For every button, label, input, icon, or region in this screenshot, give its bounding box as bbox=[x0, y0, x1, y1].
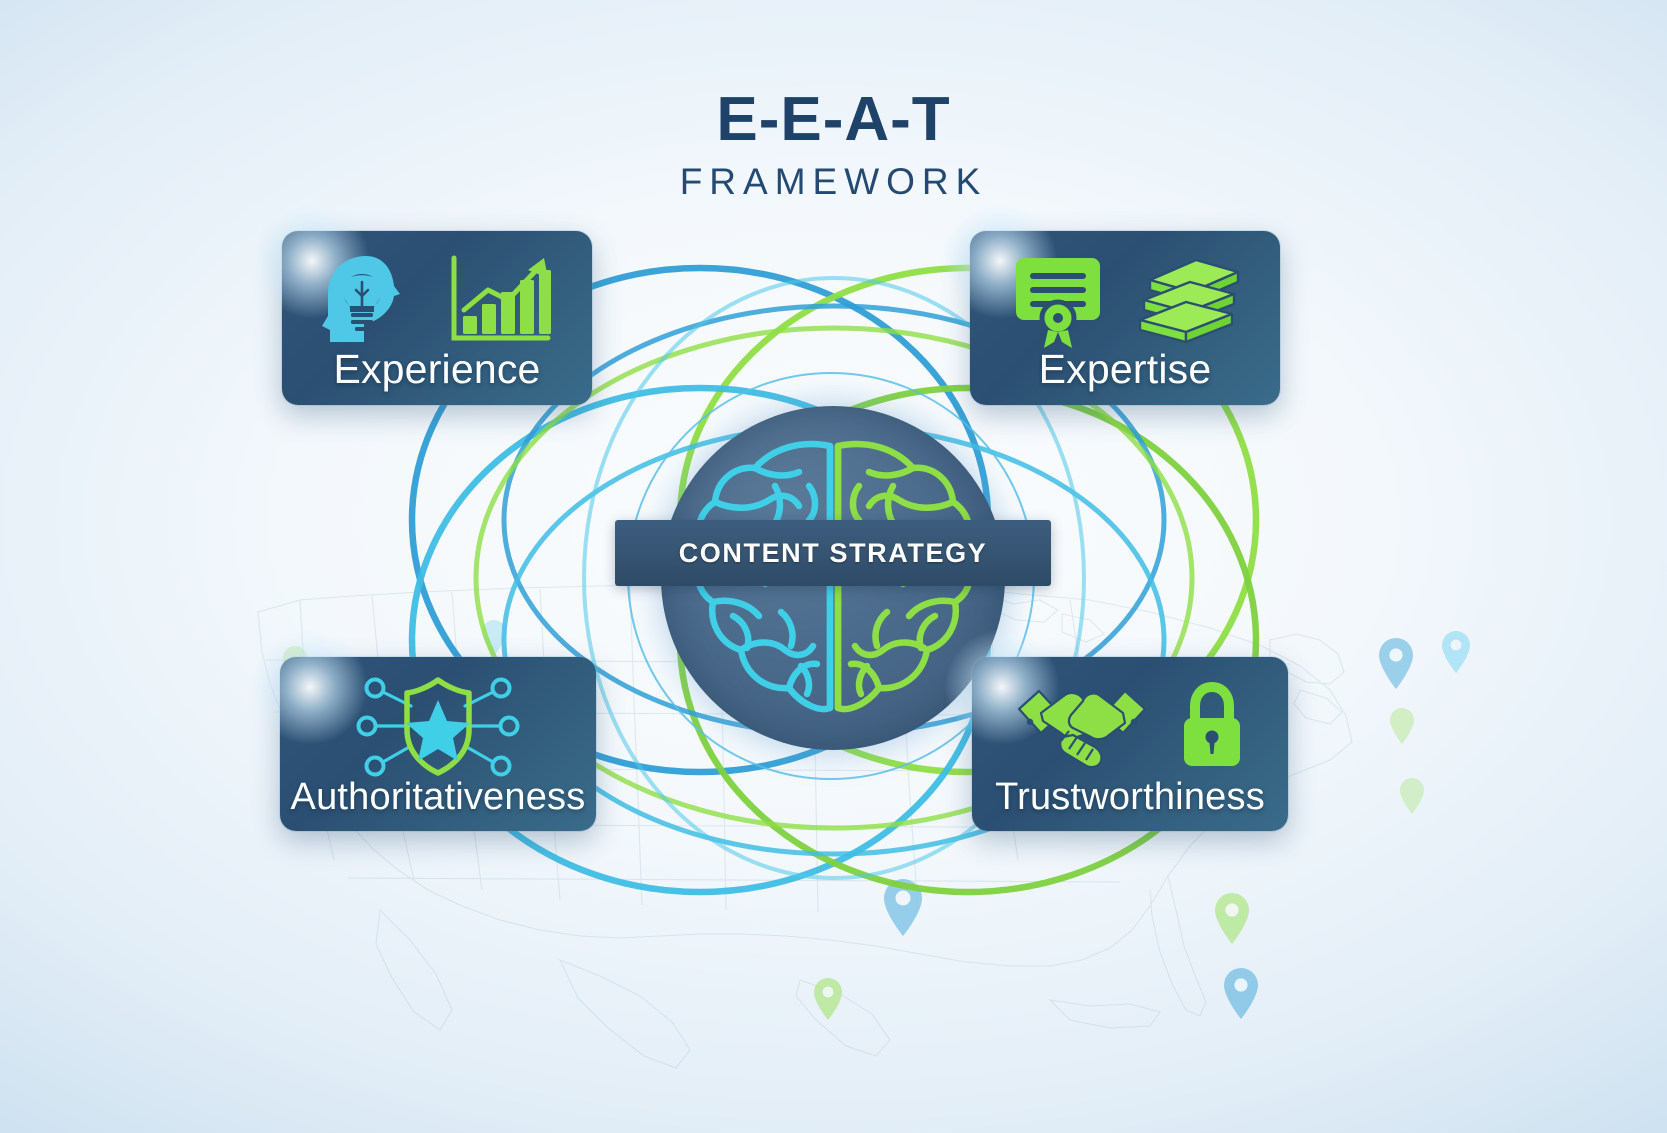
hub-label-bar: CONTENT STRATEGY bbox=[615, 520, 1051, 586]
handshake-icon bbox=[1017, 689, 1147, 769]
pillar-card-experience[interactable]: Experience bbox=[252, 201, 592, 405]
hub-label: CONTENT STRATEGY bbox=[678, 537, 988, 568]
card-label-trustworthiness: Trustworthiness bbox=[995, 776, 1265, 818]
pillar-card-expertise[interactable]: Expertise bbox=[940, 201, 1280, 405]
shield-star-network-icon bbox=[356, 677, 520, 777]
card-label-authoritativeness: Authoritativeness bbox=[290, 776, 586, 818]
card-icon-row bbox=[282, 247, 592, 353]
card-icon-row bbox=[280, 673, 596, 779]
pillar-card-authoritativeness[interactable]: Authoritativeness bbox=[250, 627, 596, 831]
pillar-card-trustworthiness[interactable]: Trustworthiness bbox=[942, 627, 1288, 831]
head-lightbulb-icon bbox=[322, 256, 400, 342]
card-icon-row bbox=[972, 673, 1288, 779]
certificate-icon bbox=[1016, 258, 1100, 348]
title-main: E-E-A-T bbox=[716, 85, 951, 154]
card-label-experience: Experience bbox=[333, 346, 541, 392]
padlock-icon bbox=[1184, 681, 1240, 766]
book-stack-icon bbox=[1138, 258, 1240, 344]
growth-bar-chart-icon bbox=[451, 255, 551, 341]
title-subtitle: FRAMEWORK bbox=[679, 161, 988, 203]
card-label-expertise: Expertise bbox=[1038, 346, 1212, 392]
page-title: E-E-A-T FRAMEWORK bbox=[0, 88, 1667, 203]
card-icon-row bbox=[970, 247, 1280, 353]
content-strategy-hub[interactable]: CONTENT STRATEGY bbox=[615, 372, 1051, 784]
